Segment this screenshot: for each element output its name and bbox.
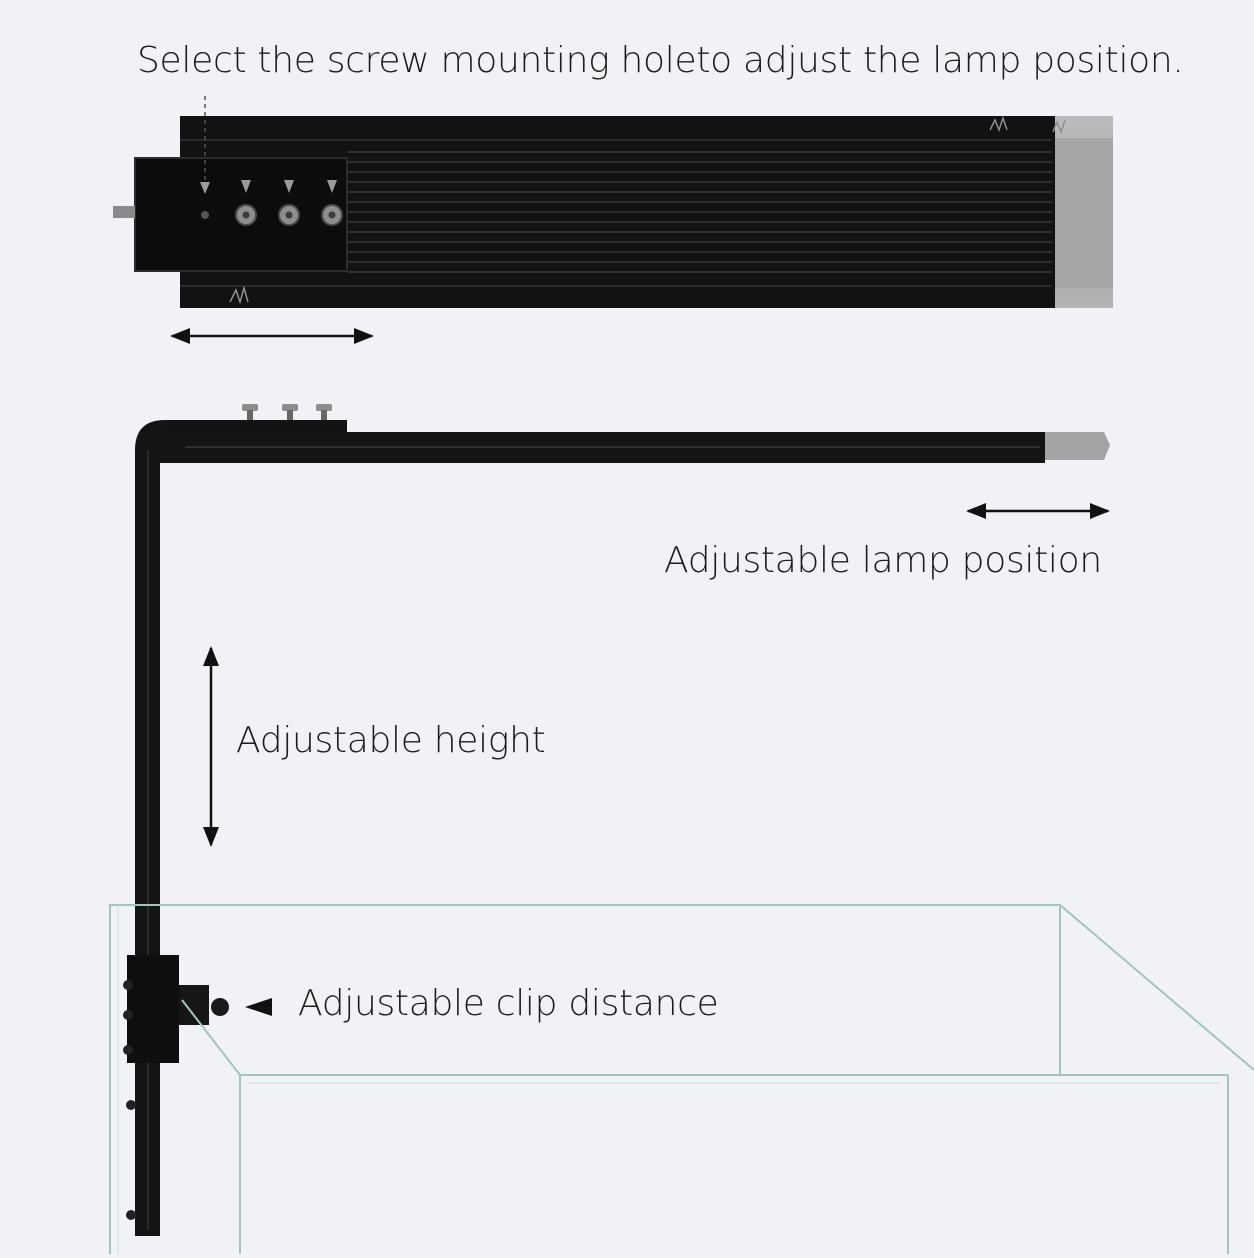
lamp-position-caption: Adjustable lamp position xyxy=(664,540,1102,581)
lamp-side-view xyxy=(123,404,1110,1236)
lamp-side-cap xyxy=(1045,432,1110,460)
height-caption: Adjustable height xyxy=(236,720,546,761)
clip-distance-caption: Adjustable clip distance xyxy=(298,983,719,1024)
hole-indicator-icon xyxy=(284,180,294,193)
lamp-top-view xyxy=(113,96,1113,308)
mounting-hole xyxy=(201,211,209,219)
mounting-hole-caption: Select the screw mounting holeto adjust … xyxy=(137,40,1184,81)
glass-aquarium xyxy=(109,904,1254,1254)
hole-indicator-icon xyxy=(327,180,337,193)
clip-pointer-icon xyxy=(245,998,272,1016)
heat-sink-fins xyxy=(348,151,1052,273)
hole-indicator-icon xyxy=(200,182,210,194)
brand-logo-icon xyxy=(229,115,1066,305)
tank-clip xyxy=(127,955,179,1063)
hole-indicator-icon xyxy=(241,180,251,193)
vertical-arm xyxy=(135,420,165,1236)
adjust-knob xyxy=(242,404,332,422)
